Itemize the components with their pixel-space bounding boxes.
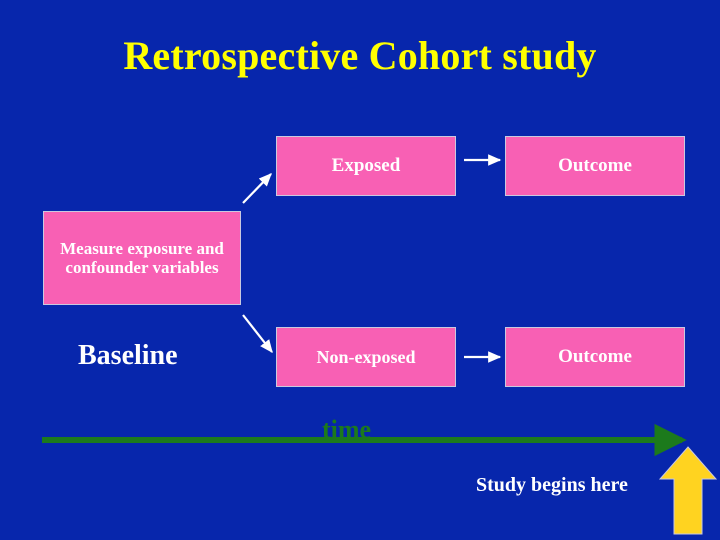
arrow-measure-to-exposed [242,173,272,204]
arrow-measure-to-non-exposed [242,314,273,354]
arrow-study-start-marker [658,446,718,535]
box-measure-exposure: Measure exposure and confounder variable… [43,211,241,305]
box-non-exposed: Non-exposed [276,327,456,387]
box-outcome-exposed: Outcome [505,136,685,196]
label-time-axis: time [322,415,372,444]
label-baseline: Baseline [78,340,178,371]
box-outcome-non-exposed: Outcome [505,327,685,387]
label-study-begins-here: Study begins here [476,474,628,496]
box-exposed: Exposed [276,136,456,196]
page-title: Retrospective Cohort study [123,33,597,78]
